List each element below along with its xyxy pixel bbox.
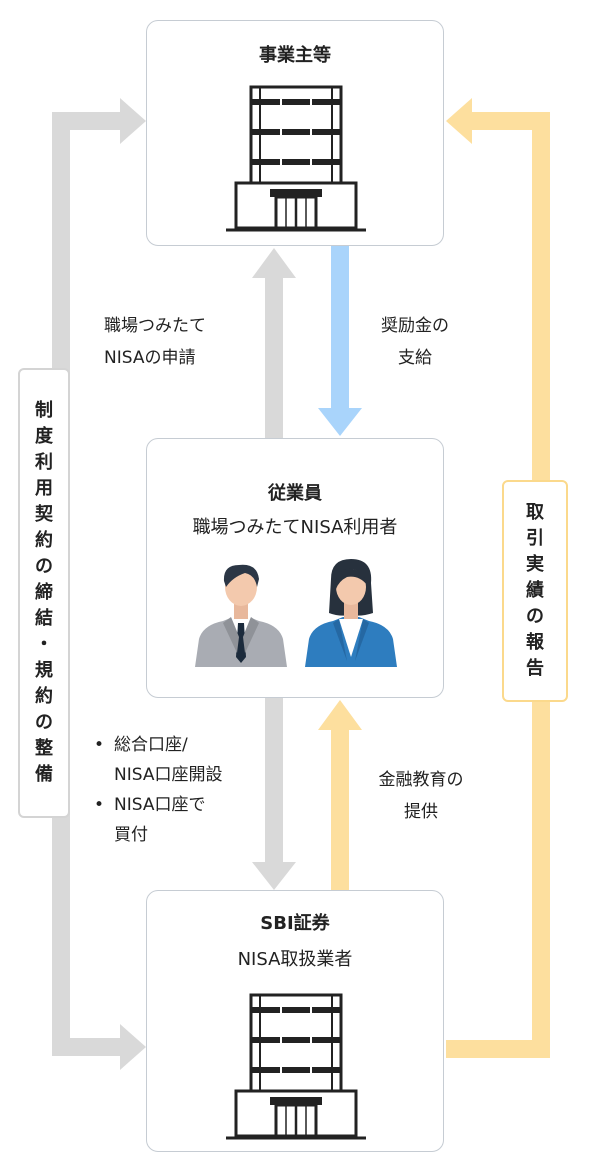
education-arrow <box>318 700 362 890</box>
application-label-line: NISAの申請 <box>104 348 196 368</box>
incentive-arrow <box>318 246 362 436</box>
contract-char: 締 <box>35 582 53 603</box>
education-label-line: 提供 <box>404 802 438 822</box>
sbi-box: SBI証券 NISA取扱業者 <box>146 890 444 1152</box>
incentive-label: 奨励金の 支給 <box>360 310 470 374</box>
contract-char: 結 <box>35 608 53 629</box>
contract-arrow-to-sbi <box>52 1024 146 1070</box>
female-employee-icon <box>305 559 397 667</box>
sbi-subtitle: NISA取扱業者 <box>237 949 353 970</box>
contract-char: 用 <box>35 478 53 499</box>
contract-char: 備 <box>35 764 53 785</box>
application-label: 職場つみたて NISAの申請 <box>104 310 206 374</box>
contract-char: 約 <box>35 686 53 707</box>
office-building-icon <box>226 85 366 232</box>
report-char: 報 <box>526 632 544 653</box>
contract-char: の <box>35 556 53 577</box>
contract-char: 整 <box>35 738 53 759</box>
report-arrow-to-employer <box>446 98 550 1058</box>
contract-arrow-to-employer <box>52 98 146 1056</box>
education-label: 金融教育の 提供 <box>356 764 486 828</box>
employee-subtitle: 職場つみたてNISA利用者 <box>192 517 398 538</box>
employee-title: 従業員 <box>268 483 322 504</box>
employer-box: 事業主等 <box>146 20 444 246</box>
step-line: 買付 <box>114 825 148 845</box>
account-arrow <box>252 698 296 890</box>
education-label-line: 金融教育の <box>378 770 464 790</box>
sbi-title: SBI証券 <box>260 913 330 934</box>
report-char: 引 <box>526 528 544 549</box>
application-label-line: 職場つみたて <box>104 316 206 336</box>
contract-char: 約 <box>35 530 53 551</box>
step-item: 総合口座/ NISA口座開設 <box>94 730 222 790</box>
contract-char: 利 <box>35 452 53 473</box>
report-char: の <box>526 606 544 627</box>
employer-title: 事業主等 <box>259 45 331 66</box>
contract-char: 制 <box>35 400 53 421</box>
contract-char: 度 <box>35 426 53 447</box>
male-employee-icon <box>195 564 287 667</box>
incentive-label-line: 支給 <box>398 348 432 368</box>
step-item: NISA口座で 買付 <box>94 790 222 850</box>
account-steps-list: 総合口座/ NISA口座開設 NISA口座で 買付 <box>94 730 222 850</box>
report-char: 実 <box>526 554 544 575</box>
step-line: NISA口座で <box>114 795 206 815</box>
step-line: 総合口座/ <box>114 735 188 755</box>
contract-side-label: 制 度 利 用 契 約 の 締 結 ・ 規 約 の 整 備 <box>18 368 70 818</box>
incentive-label-line: 奨励金の <box>381 316 449 336</box>
report-char: 績 <box>526 580 544 601</box>
report-side-label: 取 引 実 績 の 報 告 <box>502 480 568 702</box>
step-line: NISA口座開設 <box>114 765 223 785</box>
contract-char: ・ <box>35 634 53 655</box>
contract-char: 契 <box>35 504 53 525</box>
report-char: 取 <box>526 502 544 523</box>
employee-box: 従業員 職場つみたてNISA利用者 <box>146 438 444 698</box>
report-char: 告 <box>526 658 544 679</box>
application-arrow <box>252 248 296 438</box>
office-building-icon <box>226 993 366 1140</box>
contract-char: の <box>35 712 53 733</box>
contract-char: 規 <box>35 660 53 681</box>
